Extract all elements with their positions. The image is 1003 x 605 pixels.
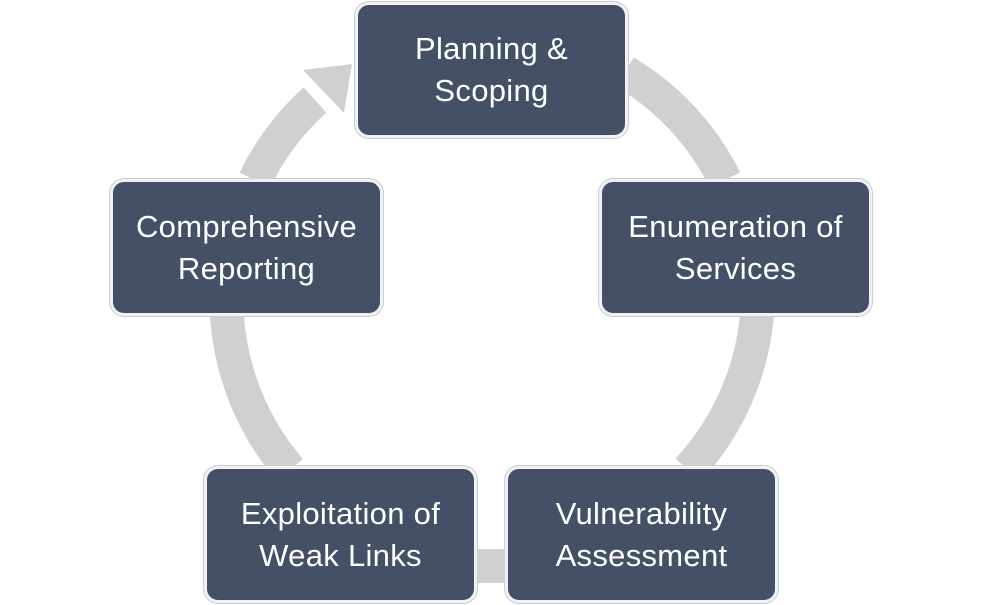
connector-exploitation-to-reporting (210, 313, 304, 482)
step-exploitation-of-weak-links: Exploitation of Weak Links (204, 466, 477, 603)
step-label: Vulnerability Assessment (555, 495, 728, 573)
step-vulnerability-assessment: Vulnerability Assessment (505, 466, 778, 603)
connector-planning-to-enumeration (616, 57, 741, 188)
step-label: Comprehensive Reporting (135, 208, 357, 286)
step-label: Exploitation of Weak Links (240, 495, 441, 573)
step-comprehensive-reporting: Comprehensive Reporting (110, 179, 383, 316)
step-planning-scoping: Planning & Scoping (355, 2, 628, 138)
cycle-arrow-head (303, 64, 352, 113)
connector-reporting-to-planning (239, 87, 327, 188)
connector-enumeration-to-vulnerability (675, 313, 774, 482)
step-enumeration-of-services: Enumeration of Services (599, 179, 872, 316)
step-label: Enumeration of Services (628, 208, 843, 286)
step-label: Planning & Scoping (415, 31, 568, 108)
